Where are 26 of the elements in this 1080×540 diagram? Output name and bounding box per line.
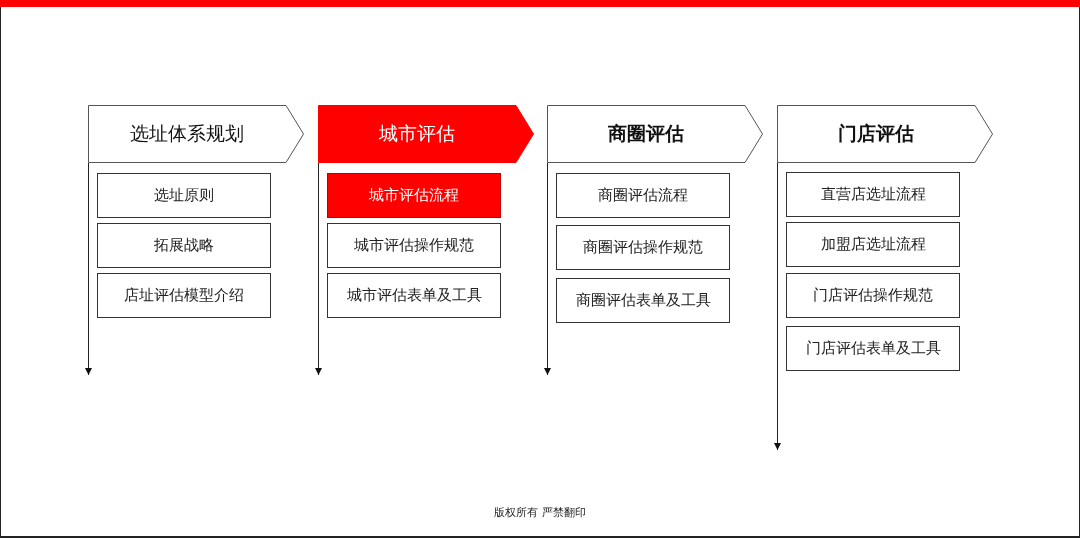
topic-box: 城市评估操作规范 bbox=[327, 223, 501, 268]
section-heading: 门店评估 bbox=[837, 121, 915, 146]
chevron-banner bbox=[88, 105, 304, 163]
topic-box: 直营店选址流程 bbox=[786, 172, 960, 217]
timeline-arrow bbox=[85, 162, 92, 376]
timeline-arrow bbox=[774, 162, 781, 451]
section-heading: 城市评估 bbox=[378, 121, 456, 146]
section-heading: 选址体系规划 bbox=[129, 121, 245, 146]
topic-box: 选址原则 bbox=[97, 173, 271, 218]
timeline-arrow bbox=[544, 162, 551, 376]
topic-box: 门店评估操作规范 bbox=[786, 273, 960, 318]
topic-box: 拓展战略 bbox=[97, 223, 271, 268]
topic-box: 门店评估表单及工具 bbox=[786, 326, 960, 371]
topic-box: 加盟店选址流程 bbox=[786, 222, 960, 267]
chevron-banner bbox=[777, 105, 993, 163]
topic-box: 商圈评估操作规范 bbox=[556, 225, 730, 270]
topic-box: 商圈评估表单及工具 bbox=[556, 278, 730, 323]
topic-box: 店址评估模型介绍 bbox=[97, 273, 271, 318]
section-heading: 商圈评估 bbox=[607, 121, 685, 146]
topic-box: 城市评估流程 bbox=[327, 173, 501, 218]
copyright-note: 版权所有 严禁翻印 bbox=[493, 505, 587, 520]
chevron-banner bbox=[547, 105, 763, 163]
timeline-arrow bbox=[315, 162, 322, 376]
topic-box: 城市评估表单及工具 bbox=[327, 273, 501, 318]
topic-box: 商圈评估流程 bbox=[556, 173, 730, 218]
chevron-banner bbox=[318, 105, 534, 163]
